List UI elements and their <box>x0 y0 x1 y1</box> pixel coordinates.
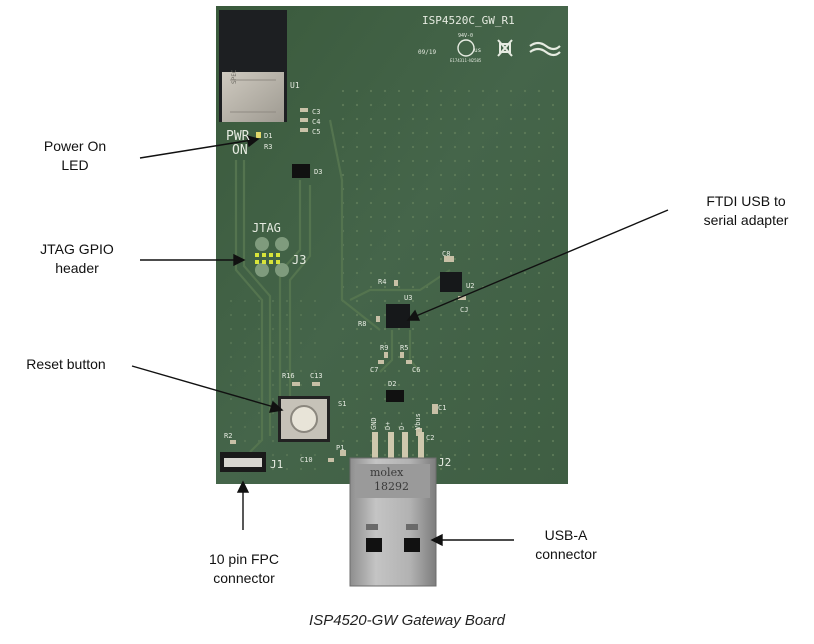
silk-j1: J1 <box>270 458 283 471</box>
silk-d-minus: D- <box>398 422 406 430</box>
callout-fpc-connector: 10 pin FPC connector <box>208 551 280 586</box>
callout-power-on-led: Power On LED <box>43 138 107 173</box>
usb-window-left <box>366 538 382 552</box>
date-code: 09/19 <box>418 49 436 56</box>
silk-d1: D1 <box>264 132 272 140</box>
d3-diode <box>292 164 310 178</box>
silk-r8: R8 <box>358 320 366 328</box>
rf-logo-icon <box>529 41 561 57</box>
silk-r2: R2 <box>224 432 232 440</box>
silk-c7: C7 <box>370 366 378 374</box>
silk-r9: R9 <box>380 344 388 352</box>
silk-gnd: GND <box>370 417 378 430</box>
arrow-reset <box>131 365 275 408</box>
silk-d-plus: D+ <box>384 422 392 430</box>
callout-reset-button: Reset button <box>26 356 106 372</box>
silk-vbus: Vbus <box>414 413 422 430</box>
usb-plug-text-1: molex <box>370 466 404 479</box>
silk-d2: D2 <box>388 380 396 388</box>
silk-u2: U2 <box>466 282 474 290</box>
cert-bottom: E174311-N2585 <box>450 58 482 63</box>
silk-c3: C3 <box>312 108 320 116</box>
figure-caption: ISP4520-GW Gateway Board <box>309 612 505 629</box>
svg-text:SPEC: SPEC <box>231 69 238 84</box>
cert-top: 94V-0 <box>458 33 473 39</box>
silk-u1: U1 <box>290 81 300 90</box>
silk-c1: C1 <box>438 404 446 412</box>
silk-r16: R16 <box>282 372 295 380</box>
board-title: ISP4520C_GW_R1 <box>422 14 515 27</box>
silk-jtag: JTAG <box>252 221 281 235</box>
callout-usb-a-connector: USB-A connector <box>535 527 597 562</box>
d2-diode <box>386 390 404 402</box>
silk-c4: C4 <box>312 118 320 126</box>
u3-ftdi-chip <box>386 304 410 328</box>
reset-button-cap <box>290 405 318 433</box>
jtag-pads <box>255 237 289 277</box>
jtag-header-pins <box>255 253 280 264</box>
waste-bin-icon <box>497 39 513 57</box>
silk-r3: R3 <box>264 143 272 151</box>
arrow-power-led <box>139 139 253 159</box>
silk-r5: R5 <box>400 344 408 352</box>
silk-j3: J3 <box>292 253 306 267</box>
ul-mark: us <box>474 47 482 54</box>
silk-s1: S1 <box>338 400 346 408</box>
d1-led <box>256 132 261 138</box>
silk-c13: C13 <box>310 372 323 380</box>
silk-c2: C2 <box>426 434 434 442</box>
silk-u3: U3 <box>404 294 412 302</box>
silk-d3: D3 <box>314 168 322 176</box>
silk-p1: P1 <box>336 444 344 452</box>
silk-c10: C10 <box>300 456 313 464</box>
usb-window-right <box>404 538 420 552</box>
silk-j2: J2 <box>438 456 451 469</box>
silk-on: ON <box>232 143 248 158</box>
silk-cj: CJ <box>460 306 468 314</box>
u2-chip <box>440 272 462 292</box>
silk-c8: C8 <box>442 250 450 258</box>
silk-c5: C5 <box>312 128 320 136</box>
usb-plug-text-2: 18292 <box>374 480 409 493</box>
callout-ftdi-adapter: FTDI USB to serial adapter <box>703 193 789 228</box>
arrow-ftdi <box>415 209 669 317</box>
silk-pwr: PWR <box>226 129 250 144</box>
silk-c6: C6 <box>412 366 420 374</box>
callout-jtag-gpio-header: JTAG GPIO header <box>40 241 114 276</box>
silk-r4: R4 <box>378 278 386 286</box>
